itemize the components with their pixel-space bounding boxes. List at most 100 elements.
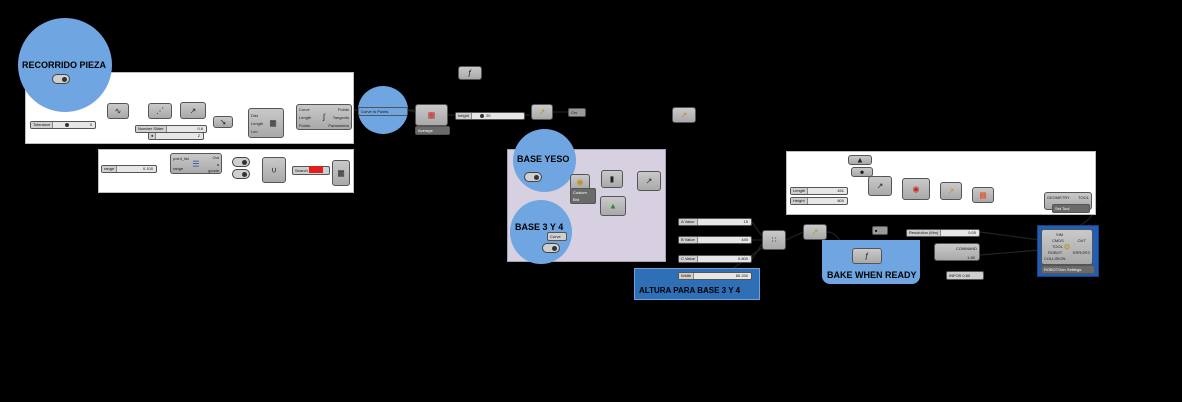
in-cmds: CMDS bbox=[1052, 238, 1064, 243]
out-errors: ERRORS bbox=[1072, 250, 1090, 255]
bake-icon: ƒ bbox=[864, 251, 870, 261]
length-value: 451 bbox=[837, 188, 844, 193]
python-icon: ☰ bbox=[192, 159, 200, 168]
boolean-node-1[interactable] bbox=[232, 157, 250, 167]
altura-slider-1-value: 15 bbox=[743, 219, 748, 224]
brep-component[interactable]: ↗ bbox=[637, 171, 661, 191]
info-node[interactable]: INFOS 0.80 bbox=[946, 271, 984, 280]
out-parameters: Parameters bbox=[328, 123, 349, 128]
divide-icon: ⋰ bbox=[156, 106, 164, 116]
mesh-icon: ◉ bbox=[912, 184, 920, 194]
altura-slider-3[interactable]: C Value 0.800 bbox=[678, 255, 752, 263]
offset-slider-value: 2 bbox=[197, 133, 200, 138]
points-param-node[interactable]: Curve to Points bbox=[358, 107, 408, 116]
in-geometry: GEOMETRY bbox=[1047, 195, 1070, 200]
command-label: COMMAND bbox=[955, 246, 977, 251]
tool-mesh-component[interactable]: ◉ bbox=[902, 178, 930, 200]
param-dot bbox=[62, 77, 67, 82]
curve-icon: ∿ bbox=[114, 106, 122, 116]
offset-slider-label: ● bbox=[149, 133, 157, 139]
tolerance-slider[interactable]: Tolerance 0 bbox=[30, 121, 96, 129]
height-value: 20 bbox=[486, 113, 491, 118]
point-icon: ∷ bbox=[771, 235, 777, 245]
python-script-component[interactable]: point_list range Out a gcode ☰ bbox=[170, 153, 222, 174]
boundary-caption: Custom Brd bbox=[570, 188, 596, 204]
geom-param-node[interactable]: ■ bbox=[872, 226, 888, 235]
evaluate-curve-component[interactable]: ↗ bbox=[180, 102, 206, 119]
number-slider-value: 0.6 bbox=[197, 126, 203, 131]
altura-slider-1[interactable]: A Value 15 bbox=[678, 218, 752, 226]
altura-slider-4[interactable]: Width 85.330 bbox=[678, 272, 752, 280]
in-robot: ROBOT bbox=[1048, 250, 1063, 255]
out-curve-in: Curve bbox=[299, 107, 310, 112]
out-points: Points bbox=[337, 107, 349, 112]
floating-component-2[interactable]: ↗ bbox=[672, 107, 696, 123]
length-label: Length bbox=[791, 188, 809, 194]
range-label: range bbox=[102, 166, 118, 172]
altura-slider-1-label: A Value bbox=[679, 219, 698, 225]
create-tool-component[interactable]: ▩ bbox=[972, 187, 994, 203]
tolerance-label: Tolerance bbox=[31, 122, 54, 128]
crv-param-label: Crv bbox=[571, 110, 578, 115]
plane-component[interactable]: ▲ bbox=[848, 155, 872, 165]
search-label: Search bbox=[295, 168, 308, 173]
base-yeso-param-node[interactable] bbox=[524, 172, 542, 182]
construct-point-component[interactable]: ∷ bbox=[762, 230, 786, 250]
offset-slider[interactable]: ● 2 bbox=[148, 132, 204, 140]
curve-tag: Curve bbox=[547, 232, 567, 241]
altura-slider-2[interactable]: B Value 440 bbox=[678, 236, 752, 244]
average-icon: ▩ bbox=[427, 110, 436, 120]
boolean-node-2[interactable] bbox=[232, 169, 250, 179]
toggle-dot bbox=[534, 175, 539, 180]
length-component[interactable]: Dist Length Len ▦ bbox=[248, 108, 284, 138]
range-value: 0.100 bbox=[142, 166, 153, 171]
rectangle-component[interactable]: ↗ bbox=[868, 176, 892, 196]
move-component-2[interactable]: ↗ bbox=[803, 224, 827, 240]
base-3y4-title: BASE 3 Y 4 bbox=[515, 222, 564, 232]
in-point-list: point_list bbox=[173, 156, 189, 161]
bake-component[interactable]: ƒ bbox=[852, 248, 882, 264]
merge-icon: ∪ bbox=[271, 165, 277, 175]
floating-component-1[interactable]: ƒ bbox=[458, 66, 482, 80]
length-slider[interactable]: Length 451 bbox=[790, 187, 848, 195]
divide-curve-component[interactable]: ⋰ bbox=[148, 103, 172, 119]
merge-component[interactable]: ∪ bbox=[262, 157, 286, 183]
set-tool-caption: Set Tool bbox=[1052, 204, 1090, 213]
move-icon: ↗ bbox=[538, 107, 546, 117]
resolution-value: 0.00 bbox=[968, 230, 976, 235]
in-tool: TOOL bbox=[1052, 244, 1063, 249]
panel-icon: ▦ bbox=[337, 168, 345, 178]
crv-param-node[interactable]: Crv bbox=[568, 108, 586, 117]
points-param-label: Curve to Points bbox=[361, 109, 389, 114]
curve-to-points-component[interactable]: Curve Length Points Points Tangents Para… bbox=[296, 104, 352, 130]
extrude-component[interactable]: ▮ bbox=[601, 170, 623, 188]
out-gcode: gcode bbox=[208, 168, 219, 173]
curve-component[interactable]: ∿ bbox=[107, 103, 129, 119]
slider-knob[interactable] bbox=[480, 114, 484, 118]
number-slider-label: Number Slider bbox=[136, 126, 167, 132]
average-component[interactable]: ▩ bbox=[415, 104, 448, 126]
robot-settings-component[interactable]: SIM CMDS TOOL ROBOT COLLISION OUT ERRORS… bbox=[1041, 229, 1093, 265]
tool-icon: ▩ bbox=[979, 190, 987, 200]
height-slider[interactable]: height 20 bbox=[455, 112, 525, 120]
recorrido-group-title: RECORRIDO PIEZA bbox=[22, 60, 107, 70]
resolution-slider[interactable]: Resolution (Mm) 0.00 bbox=[906, 229, 980, 237]
bake-group-title: BAKE WHEN READY bbox=[827, 270, 917, 280]
tolerance-value: 0 bbox=[89, 122, 92, 127]
base-3y4-param-node[interactable] bbox=[542, 243, 560, 253]
resolution-label: Resolution (Mm) bbox=[907, 230, 942, 236]
slider-knob[interactable] bbox=[65, 123, 69, 127]
orient-component[interactable]: ↗ bbox=[940, 182, 962, 200]
curve-param-node[interactable] bbox=[52, 74, 70, 84]
range-slider[interactable]: range 0.100 bbox=[101, 165, 157, 173]
brep-icon: ↗ bbox=[645, 176, 653, 186]
panel-output[interactable]: ▦ bbox=[332, 160, 350, 186]
command-component[interactable]: COMMAND 1.80 bbox=[934, 243, 980, 261]
out-out: Out bbox=[212, 155, 219, 160]
loft-component[interactable]: ▲ bbox=[600, 196, 626, 216]
move-component[interactable]: ↗ bbox=[531, 104, 553, 120]
origin-component[interactable]: ● bbox=[851, 167, 873, 177]
out-out: OUT bbox=[1077, 238, 1086, 243]
offset-component[interactable]: ↘ bbox=[213, 116, 233, 128]
height-slider-right[interactable]: Height 800 bbox=[790, 197, 848, 205]
